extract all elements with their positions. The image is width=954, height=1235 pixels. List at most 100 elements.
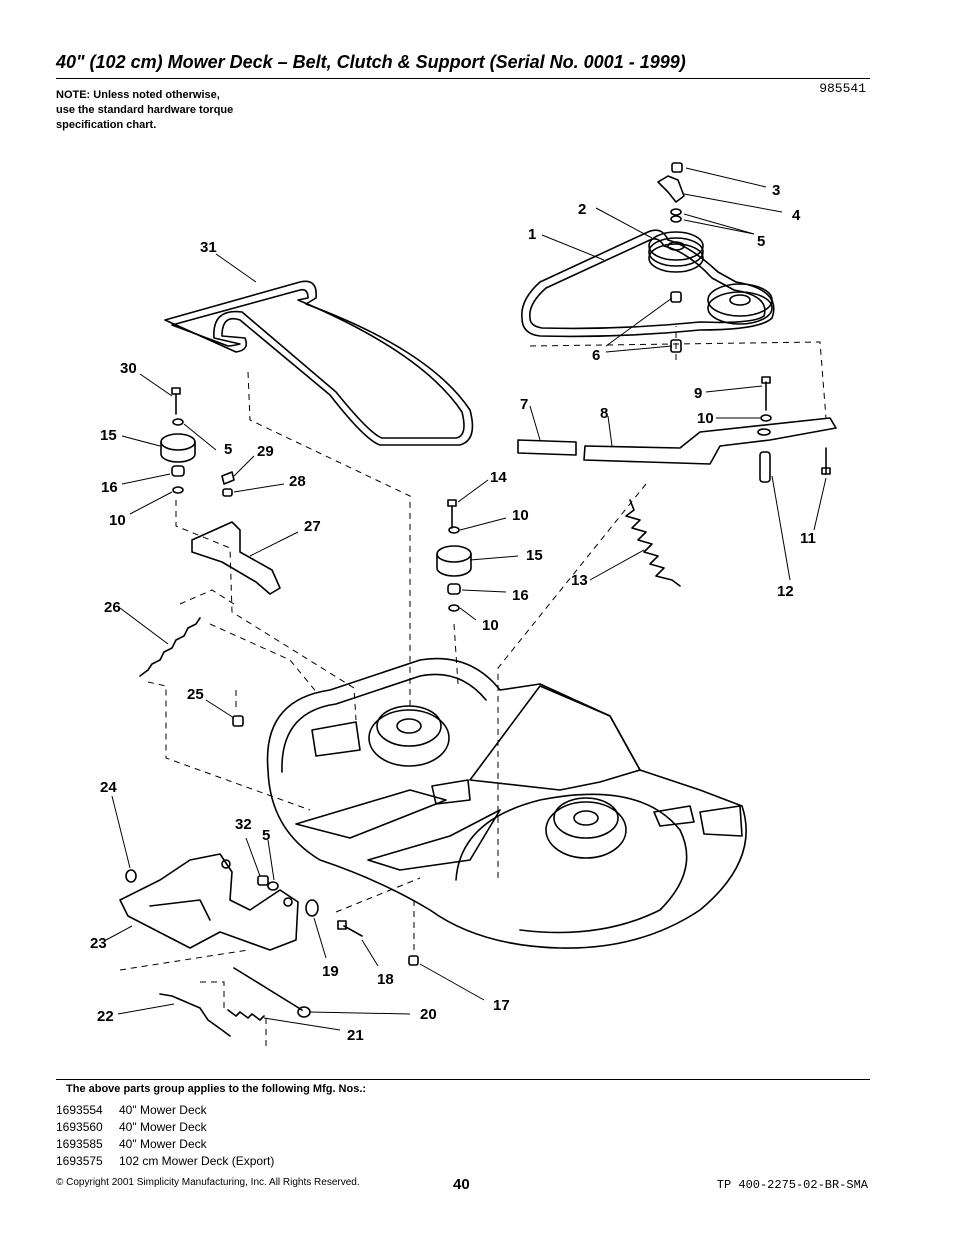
spring-21 xyxy=(227,1009,265,1021)
note-line: specification chart. xyxy=(56,119,157,131)
spring-13 xyxy=(625,499,681,587)
callout-22: 22 xyxy=(97,1008,114,1025)
nut-25 xyxy=(232,715,244,727)
callout-12: 12 xyxy=(777,583,794,600)
bracket-4 xyxy=(657,175,685,203)
applies-heading: The above parts group applies to the fol… xyxy=(66,1083,367,1095)
pulley-15-left xyxy=(160,433,196,463)
callout-15-center: 15 xyxy=(526,547,543,564)
callout-21: 21 xyxy=(347,1027,364,1044)
washer-10-left xyxy=(172,486,184,494)
callout-24: 24 xyxy=(100,779,117,796)
washer-5-left xyxy=(172,418,184,426)
note-line: NOTE: Unless noted otherwise, xyxy=(56,89,220,101)
spacer-12 xyxy=(759,451,771,483)
mfg-number: 1693575 xyxy=(56,1154,103,1168)
callout-2: 2 xyxy=(578,201,586,218)
drive-pulley xyxy=(707,283,773,325)
page-title: 40" (102 cm) Mower Deck – Belt, Clutch &… xyxy=(56,52,686,72)
list-item: 1693585 40" Mower Deck xyxy=(56,1136,274,1153)
mfg-number: 1693554 xyxy=(56,1103,103,1117)
washer-10-top xyxy=(760,414,772,422)
header-rule xyxy=(56,78,870,79)
mower-deck xyxy=(266,657,747,949)
callout-5-left: 5 xyxy=(224,441,232,458)
washer-24 xyxy=(125,869,137,883)
leader-lines xyxy=(105,167,827,1031)
callout-1: 1 xyxy=(528,226,536,243)
callout-3: 3 xyxy=(772,182,780,199)
list-item: 1693575 102 cm Mower Deck (Export) xyxy=(56,1153,274,1170)
washer-5-lower xyxy=(267,881,279,891)
turnbuckle-22 xyxy=(159,993,231,1037)
drive-belt-1 xyxy=(521,229,775,338)
spring-26 xyxy=(139,617,201,677)
bolt-30 xyxy=(171,387,181,415)
pulley-15-center xyxy=(436,545,472,577)
callout-6: 6 xyxy=(592,347,600,364)
deck-support-23 xyxy=(119,853,299,951)
callout-5-top: 5 xyxy=(757,233,765,250)
bushing-16-center xyxy=(447,583,461,595)
document-number: 985541 xyxy=(819,81,866,96)
list-item: 1693560 40" Mower Deck xyxy=(56,1119,274,1136)
list-item: 1693554 40" Mower Deck xyxy=(56,1102,274,1119)
bolt-11 xyxy=(821,447,831,475)
footer-rule xyxy=(56,1079,870,1080)
nut-17 xyxy=(408,955,419,966)
washers-5 xyxy=(670,208,682,223)
mfg-number: 1693585 xyxy=(56,1137,103,1151)
mfg-description: 102 cm Mower Deck (Export) xyxy=(119,1154,275,1168)
callout-26: 26 xyxy=(104,599,121,616)
callout-10-center: 10 xyxy=(512,507,529,524)
tp-number: TP 400-2275-02-BR-SMA xyxy=(716,1178,868,1192)
mfg-number: 1693560 xyxy=(56,1120,103,1134)
arm-pad-7 xyxy=(517,439,577,456)
deck-belt-31 xyxy=(164,280,474,446)
callout-30: 30 xyxy=(120,360,137,377)
callout-14: 14 xyxy=(490,469,507,486)
callout-28: 28 xyxy=(289,473,306,490)
page-number: 40 xyxy=(453,1176,470,1193)
callout-8: 8 xyxy=(600,405,608,422)
torque-note: NOTE: Unless noted otherwise, use the st… xyxy=(56,88,233,133)
mfg-description: 40" Mower Deck xyxy=(119,1103,207,1117)
callout-31: 31 xyxy=(200,239,217,256)
copyright-notice: © Copyright 2001 Simplicity Manufacturin… xyxy=(56,1177,360,1188)
callout-16-center: 16 xyxy=(512,587,529,604)
mfg-description: 40" Mower Deck xyxy=(119,1120,207,1134)
washer-10-lower xyxy=(448,604,460,612)
bolt-29 xyxy=(221,471,235,485)
callout-23: 23 xyxy=(90,935,107,952)
mfg-description: 40" Mower Deck xyxy=(119,1137,207,1151)
callout-4: 4 xyxy=(792,207,801,224)
bushing-19 xyxy=(305,899,319,917)
rod-20 xyxy=(233,967,311,1018)
callout-11: 11 xyxy=(800,530,816,547)
callout-5-lower: 5 xyxy=(262,827,270,844)
callout-10-lower: 10 xyxy=(482,617,499,634)
bushing-16-left xyxy=(171,465,185,477)
nut-3 xyxy=(671,162,683,173)
assembly-guide-lines xyxy=(119,326,827,1048)
callout-9: 9 xyxy=(694,385,702,402)
callout-17: 17 xyxy=(493,997,510,1014)
callout-numbers: 1 2 3 4 5 6 7 8 9 10 11 12 13 14 10 15 1… xyxy=(90,182,816,1044)
mfg-number-list: 1693554 40" Mower Deck 1693560 40" Mower… xyxy=(56,1102,274,1170)
bolt-9 xyxy=(761,376,771,411)
callout-18: 18 xyxy=(377,971,394,988)
callout-19: 19 xyxy=(322,963,339,980)
nut-32 xyxy=(257,875,269,886)
nut-28 xyxy=(222,488,233,497)
idler-arm-8 xyxy=(583,417,837,465)
callout-10-arm: 10 xyxy=(697,410,714,427)
callout-16-left: 16 xyxy=(101,479,118,496)
bolt-14 xyxy=(447,499,457,529)
callout-15-left: 15 xyxy=(100,427,117,444)
callout-25: 25 xyxy=(187,686,204,703)
bracket-27 xyxy=(191,521,281,595)
washer-10-center xyxy=(448,526,460,534)
callout-27: 27 xyxy=(304,518,321,535)
note-line: use the standard hardware torque xyxy=(56,104,234,116)
callout-32: 32 xyxy=(235,816,252,833)
